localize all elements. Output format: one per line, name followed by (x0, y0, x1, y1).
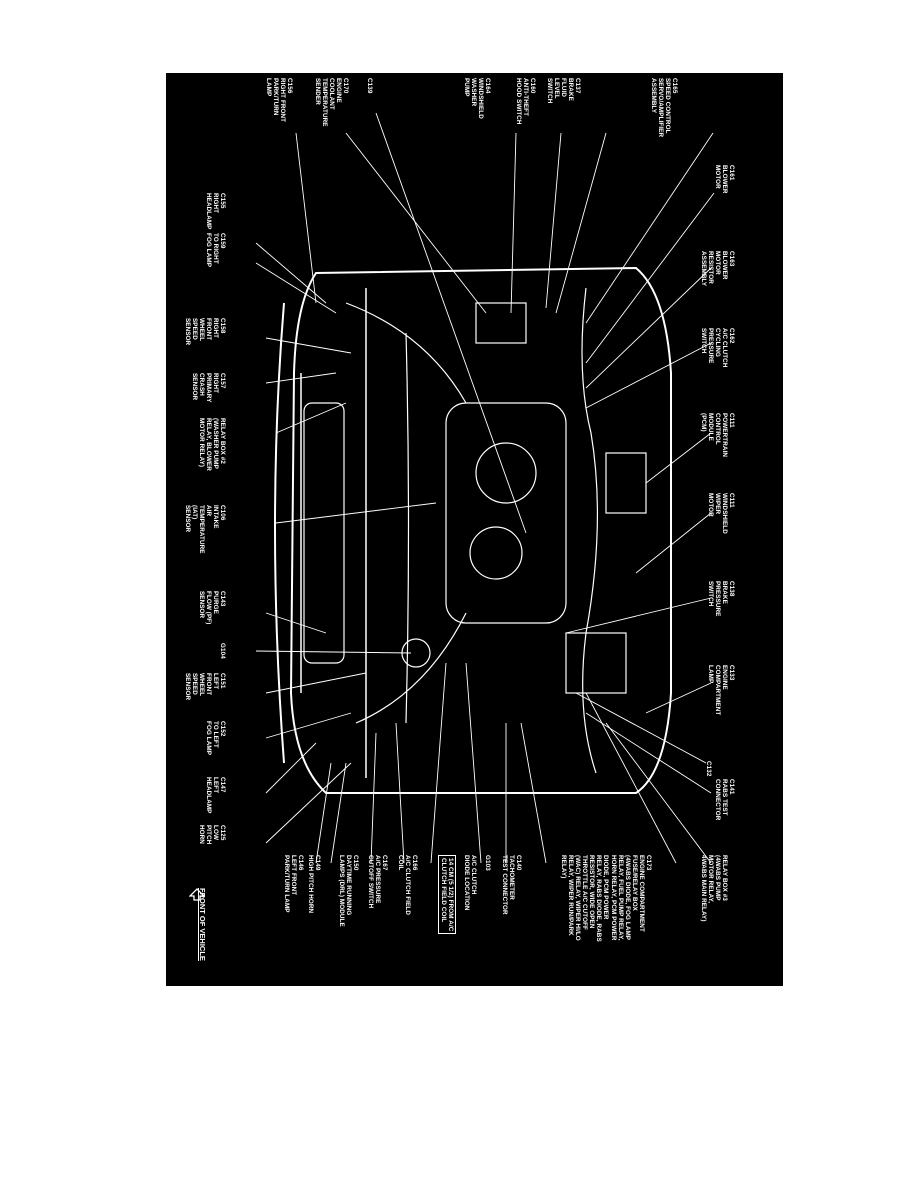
label-c143: C143 PURGE FLOW (PF) SENSOR (197, 591, 226, 625)
leader-line-34 (395, 722, 405, 864)
leader-line-6 (295, 132, 317, 304)
label-relaybox3: RELAY BOX #3 (4WABS PUMP MOTOR RELAY, 4W… (699, 855, 728, 922)
label-c173: C173 ENGINE COMPARTMENT FUSE/RELAY BOX (… (559, 855, 652, 942)
air-intake (475, 442, 537, 504)
label-c161: C161 BLOWER MOTOR (713, 165, 735, 194)
label-g103: G103 (484, 855, 491, 871)
leader-line-24 (575, 692, 707, 764)
label-c163: C163 BLOWER MOTOR RESISTOR ASSEMBLY (699, 251, 735, 287)
leader-line-33 (430, 662, 447, 864)
leader-line-1 (555, 132, 607, 314)
front-of-vehicle-label: FRONT OF VEHICLE (198, 888, 207, 961)
diagram-frame: C165 SPEED CONTROL SERVO/AMPLIFIER ASSEM… (166, 73, 783, 986)
label-c147: C147 LEFT HEADLAMP (204, 777, 226, 814)
label-c159: C159 TO RIGHT FOG LAMP (204, 233, 226, 268)
leader-line-9 (255, 242, 327, 304)
arrow-up-icon (189, 888, 205, 901)
label-c157: C157 RIGHT PRIMARY CRASH SENSOR (190, 373, 226, 403)
label-c138: C138 BRAKE PRESSURE SWITCH (706, 581, 735, 617)
leader-line-21 (645, 682, 712, 714)
label-c111-wiper: C111 WINDSHIELD WIPER MOTOR (706, 493, 735, 534)
label-c111: C111 POWERTRAIN CONTROL MODULE (PCM) (699, 413, 735, 458)
wiring-harness-main (581, 287, 598, 774)
leader-line-23 (265, 712, 352, 739)
leader-line-11 (585, 342, 712, 409)
throttle-body (469, 526, 523, 580)
label-c155: C155 RIGHT HEADLAMP (204, 193, 226, 230)
label-c140: C140 TACHOMETER TEST CONNECTOR (500, 855, 522, 915)
label-g104: G104 (219, 643, 226, 659)
leader-line-13 (645, 432, 712, 484)
label-c132: C132 (705, 761, 712, 777)
wiring-harness-front (345, 302, 467, 724)
engine-compartment-drawing (255, 112, 715, 864)
label-c125: C125 LOW PITCH HORN (197, 825, 226, 845)
label-c133: C133 ENGINE COMPARTMENT LAMP (706, 665, 735, 716)
label-c165: C165 SPEED CONTROL SERVO/AMPLIFIER ASSEM… (649, 78, 678, 138)
label-c170: C170 ENGINE COOLANT TEMPERATURE SENDER (313, 78, 349, 127)
leader-line-19 (265, 612, 327, 634)
label-relaybox2: RELAY BOX #2 (WASHER PUMP RELAY, BLOWER … (197, 418, 226, 471)
leader-line-32 (465, 662, 482, 864)
label-c167: C167 A/C PRESSURE CUTOFF SWITCH (366, 855, 388, 909)
label-ac-note: 14 CM (5 1/2) FROM A/C CLUTCH FIELD COIL (437, 855, 456, 935)
leader-line-10 (255, 262, 337, 314)
label-c166: C166 A/C CLUTCH FIELD COIL (396, 855, 418, 916)
leader-line-3 (510, 132, 517, 314)
washer-bottle (475, 302, 527, 344)
leader-line-5 (345, 132, 487, 314)
leader-line-4 (375, 112, 527, 534)
leader-line-37 (315, 762, 332, 864)
leader-line-26 (265, 742, 317, 794)
leader-line-17 (275, 502, 437, 524)
label-c152: C152 TO LEFT FOG LAMP (204, 721, 226, 756)
leader-line-28 (605, 722, 712, 864)
leader-line-20 (255, 650, 412, 654)
engine-block (445, 402, 567, 624)
leader-line-30 (520, 722, 547, 864)
leader-line-22 (265, 672, 367, 694)
label-c150: C150 DAYTIME RUNNING LAMPS (DRL) MODULE (337, 855, 359, 927)
leader-line-12 (265, 337, 352, 354)
leader-line-35 (370, 732, 377, 864)
leader-line-2 (545, 132, 562, 309)
leader-line-0 (585, 132, 714, 324)
front-bumper (274, 302, 285, 764)
leader-line-18 (565, 597, 712, 634)
leader-line-27 (265, 762, 352, 844)
label-c156: C156 RIGHT FRONT PARK/TURN LAMP (264, 78, 293, 123)
leader-line-16 (635, 512, 712, 574)
label-c146: C146 LEFT FRONT PARK/TURN LAMP (282, 855, 304, 913)
label-c149: C149 HIGH PITCH HORN (306, 855, 321, 914)
label-c162: C162 A/C CLUTCH CYCLING PRESSURE SWITCH (699, 328, 735, 368)
grille (303, 402, 345, 664)
label-c137: C137 BRAKE FLUID LEVEL SWITCH (545, 78, 581, 104)
label-c106: C106 INTAKE AIR TEMPERATURE (IAT) SENSOR (183, 505, 226, 554)
leader-line-15 (275, 402, 347, 434)
label-c151: C151 LEFT FRONT WHEEL SPEED SENSOR (183, 673, 226, 701)
vehicle-outline (289, 266, 672, 794)
leader-line-8 (585, 267, 712, 389)
label-c139: C139 (366, 78, 373, 94)
label-c164: C164 WINDSHIELD WASHER PUMP (462, 78, 491, 119)
leader-line-36 (330, 762, 347, 864)
label-c158: C158 RIGHT FRONT WHEEL SPEED SENSOR (183, 318, 226, 346)
leader-line-29 (585, 692, 677, 864)
fuse-relay-box (565, 632, 627, 694)
leader-line-7 (585, 192, 715, 364)
leader-line-25 (585, 712, 712, 794)
leader-line-14 (265, 372, 337, 384)
callout-labels: C165 SPEED CONTROL SERVO/AMPLIFIER ASSEM… (166, 73, 783, 986)
label-ac-diode: A/C CLUTCH DIODE LOCATION (462, 855, 477, 911)
label-c160: C160 ANTI-THEFT HOOD SWITCH (514, 78, 536, 125)
label-c141: C141 RABS TEST CONNECTOR (713, 779, 735, 821)
